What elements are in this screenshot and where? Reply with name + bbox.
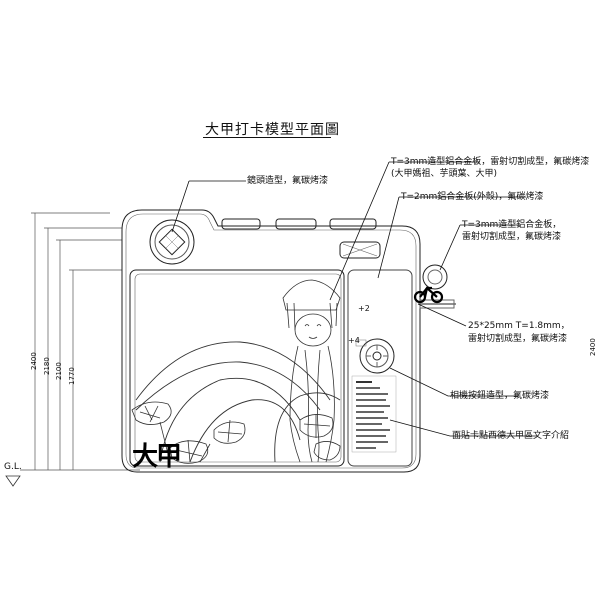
callout-side-plate-line1: T=3mm造型鋁合金板， bbox=[462, 220, 562, 230]
marker-plus-4: +4 bbox=[348, 336, 360, 345]
camera-body bbox=[121, 209, 421, 473]
taro-leaves bbox=[131, 401, 341, 464]
callout-lens: 鏡頭造型，氟碳烤漆 bbox=[247, 176, 329, 186]
callout-button: 相機按鈕造型，氟碳烤漆 bbox=[450, 391, 550, 401]
title-underline bbox=[203, 137, 331, 138]
callout-tube-line1: 25*25mm T=1.8mm， bbox=[468, 321, 570, 331]
dimension-2100: 2100 bbox=[55, 362, 63, 380]
callout-front-plate-line1: T=3mm造型鋁合金板，雷射切割成型，氟碳烤漆 bbox=[391, 157, 590, 167]
callout-shell: T=2mm鋁合金板(外殼)，氟碳烤漆 bbox=[401, 192, 544, 202]
callout-front-plate-line2: (大甲媽祖、芋頭葉、大甲) bbox=[391, 169, 498, 179]
callout-side-plate-line2: 雷射切割成型，氟碳烤漆 bbox=[462, 232, 562, 242]
mazu-figure bbox=[282, 279, 341, 463]
callout-sticker: 面貼卡點西德大甲區文字介紹 bbox=[452, 431, 570, 441]
dimension-right-2400: 2400 bbox=[589, 338, 597, 356]
text-sticker bbox=[351, 375, 397, 453]
ground-level-icon bbox=[5, 475, 21, 487]
bicycle-icon bbox=[413, 286, 444, 304]
dajia-emblem-text: 大甲 bbox=[132, 442, 182, 472]
dimension-2400: 2400 bbox=[30, 352, 38, 370]
camera-button bbox=[359, 338, 395, 374]
side-elevation bbox=[418, 264, 456, 309]
marker-plus-2: +2 bbox=[358, 304, 370, 313]
dimension-2180: 2180 bbox=[43, 357, 51, 375]
drawing-title: 大甲打卡模型平面圖 bbox=[205, 122, 340, 138]
callout-tube-line2: 雷射切割成型，氟碳烤漆 bbox=[468, 334, 568, 344]
ground-level-label: G.L. bbox=[4, 462, 22, 472]
dimension-1770: 1770 bbox=[68, 367, 76, 385]
leader-lines bbox=[171, 161, 538, 437]
dimension-lines bbox=[20, 212, 140, 471]
lens-circle bbox=[149, 219, 195, 265]
